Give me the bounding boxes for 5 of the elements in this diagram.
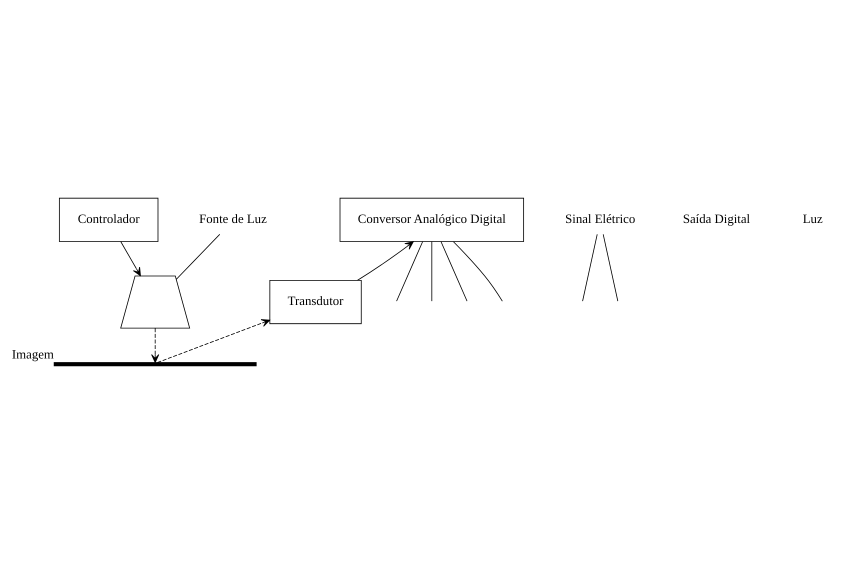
node-text: Fonte de Luz: [199, 212, 267, 226]
node-label: Imagem: [12, 347, 54, 362]
label: Luz: [802, 212, 823, 226]
node-text: Sinal Elétrico: [565, 212, 636, 226]
label: Saída Digital: [682, 212, 750, 226]
